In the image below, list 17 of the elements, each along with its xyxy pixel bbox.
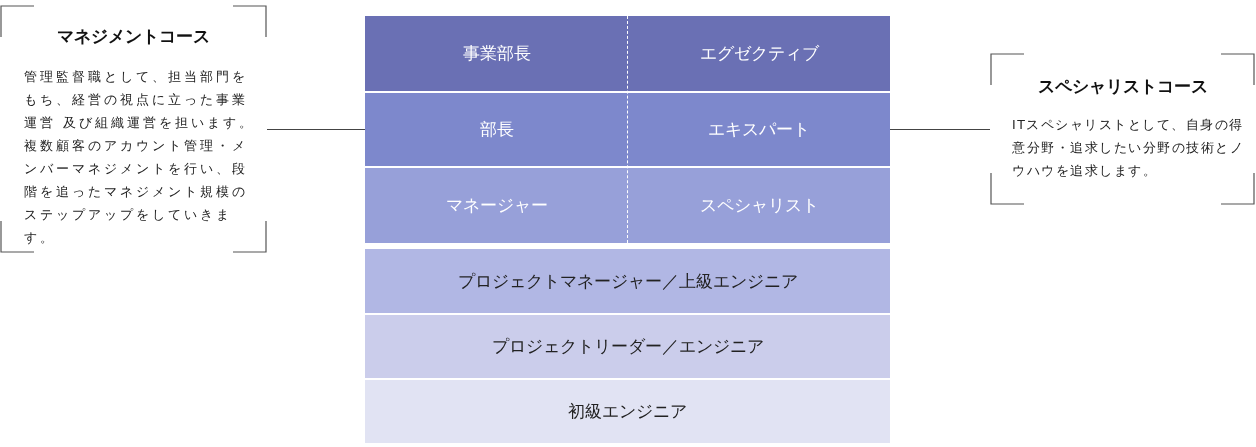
course-description: 管理監督職として、担当部門をもち、経営の視点に立った事業運営 及び組織運営を担います。複数顧客のアカウント管理・メンバーマネジメントを行い、段階を追ったマネジメント規模のステップアップをしていきます。	[24, 68, 257, 247]
course-heading: スペシャリストコース	[1036, 75, 1209, 98]
course-heading: マネジメントコース	[56, 25, 211, 48]
job-level-cell: エグゼクティブ	[628, 16, 890, 91]
job-level-cell: 初級エンジニア	[365, 380, 890, 443]
course-description-panel	[990, 53, 1255, 205]
job-level-cell: 事業部長	[365, 16, 628, 91]
course-description: ITスペシャリストとして、自身の得意分野・追求したい分野の技術とノウハウを追求します。	[1012, 116, 1245, 180]
connector-line	[889, 129, 991, 130]
job-level-cell: マネージャー	[365, 168, 628, 243]
job-level-cell: プロジェクトリーダー／エンジニア	[365, 315, 890, 378]
job-level-cell: エキスパート	[628, 93, 890, 166]
job-level-cell: 部長	[365, 93, 628, 166]
job-level-cell: プロジェクトマネージャー／上級エンジニア	[365, 249, 890, 313]
connector-line	[266, 129, 366, 130]
job-level-cell: スペシャリスト	[628, 168, 890, 243]
course-description-panel	[0, 5, 267, 253]
